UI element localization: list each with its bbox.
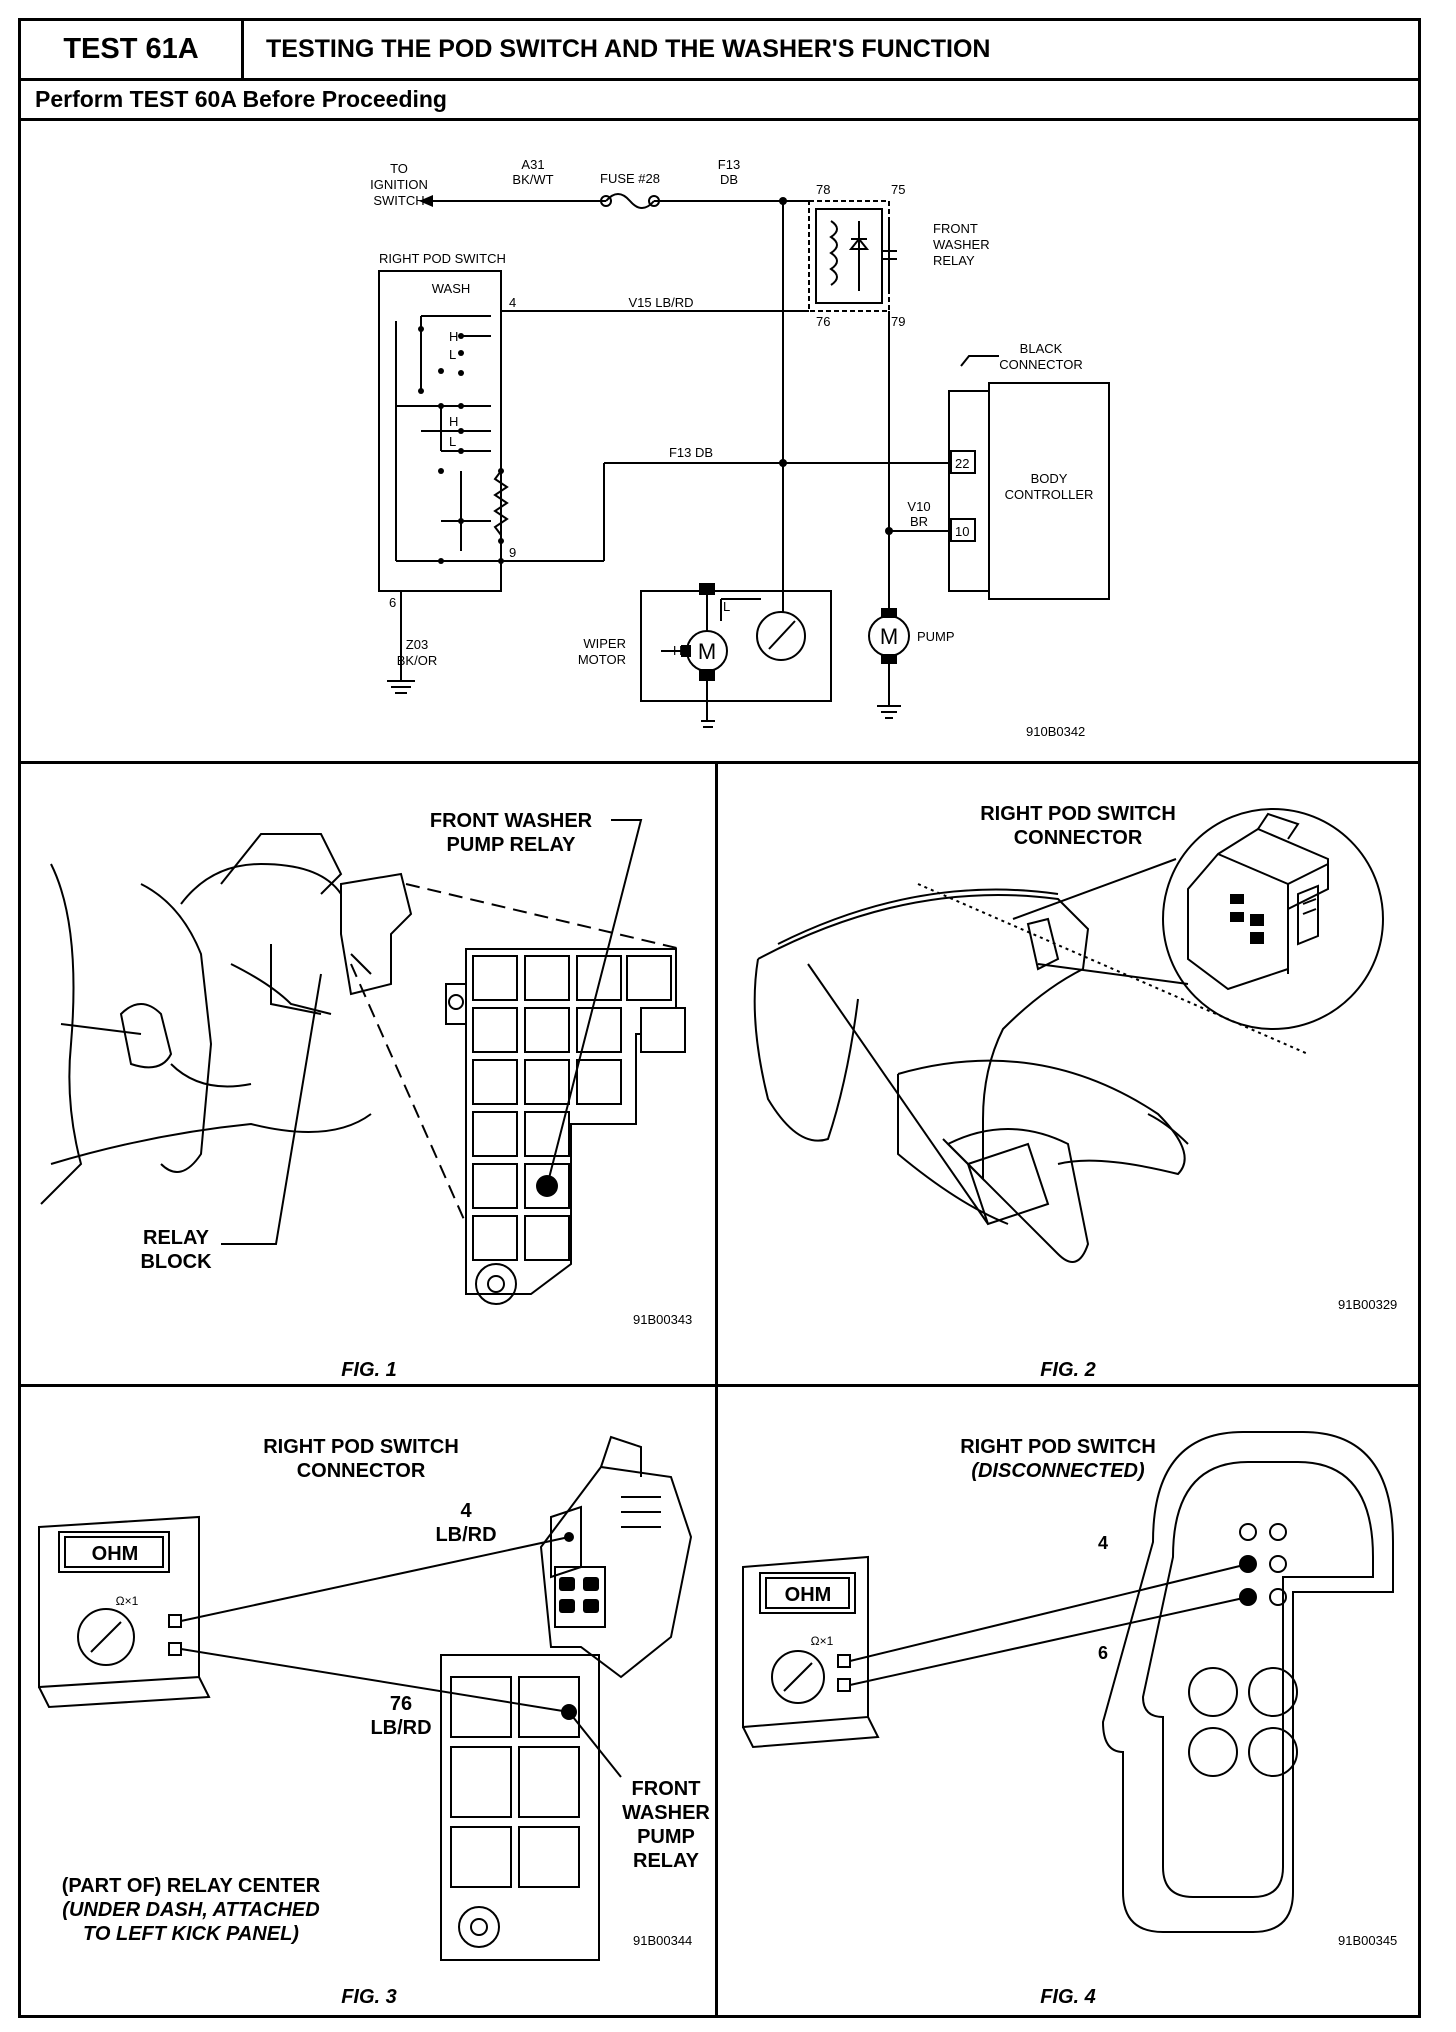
relay-label-3: RELAY bbox=[933, 253, 975, 268]
switch-h1: H bbox=[449, 329, 458, 344]
fig3-location-1: (PART OF) RELAY CENTER bbox=[62, 1875, 321, 1897]
wire-z03-color: BK/OR bbox=[397, 653, 437, 668]
fig3-meter-range: Ω×1 bbox=[116, 1594, 139, 1608]
fig2-connector-label-1: RIGHT POD SWITCH bbox=[980, 803, 1176, 825]
fig1-block-label-1: RELAY bbox=[143, 1227, 210, 1249]
motor-l: L bbox=[723, 599, 730, 614]
fig3-relay-label-3: PUMP bbox=[637, 1826, 695, 1848]
pin-10: 10 bbox=[955, 524, 969, 539]
wire-f13: F13 bbox=[718, 157, 740, 172]
wire-a31-color: BK/WT bbox=[512, 172, 553, 187]
fig1-block-label-2: BLOCK bbox=[140, 1251, 212, 1273]
switch-title: RIGHT POD SWITCH bbox=[379, 251, 506, 266]
relay-label-2: WASHER bbox=[933, 237, 990, 252]
wiper-motor-label-2: MOTOR bbox=[578, 652, 626, 667]
pin-9: 9 bbox=[509, 545, 516, 560]
controller-label-2: CONTROLLER bbox=[1005, 487, 1094, 502]
fig3-location-3: TO LEFT KICK PANEL) bbox=[83, 1923, 299, 1945]
fig3-meter-display: OHM bbox=[92, 1543, 139, 1565]
switch-l1: L bbox=[449, 347, 456, 362]
fig4-title-1: RIGHT POD SWITCH bbox=[960, 1436, 1156, 1458]
test-page: TEST 61A TESTING THE POD SWITCH AND THE … bbox=[18, 18, 1421, 2018]
fig3-relay-label-4: RELAY bbox=[633, 1850, 700, 1872]
fig4-illustration: RIGHT POD SWITCH (DISCONNECTED) 4 6 OHM … bbox=[742, 1431, 1397, 2008]
controller-label-1: BODY bbox=[1031, 471, 1068, 486]
wiring-schematic-panel: TO IGNITION SWITCH A31 BK/WT FUSE #28 F1… bbox=[21, 121, 1418, 764]
pin-4: 4 bbox=[509, 295, 516, 310]
wire-v15: V15 LB/RD bbox=[628, 295, 693, 310]
fig2-connector-label-2: CONNECTOR bbox=[1014, 827, 1143, 849]
relay-pin-79: 79 bbox=[891, 314, 905, 329]
fig3-pin-4-color: LB/RD bbox=[435, 1524, 496, 1546]
pin-6: 6 bbox=[389, 595, 396, 610]
fig3-pin-76: 76 bbox=[390, 1693, 412, 1715]
wash-label: WASH bbox=[432, 281, 471, 296]
fig1-id: 91B00343 bbox=[633, 1312, 692, 1327]
pin-22: 22 bbox=[955, 456, 969, 471]
fig1-relay-label-2: PUMP RELAY bbox=[447, 834, 577, 856]
fig4-caption: FIG. 4 bbox=[1040, 1986, 1096, 2008]
fig4-pin-4: 4 bbox=[1098, 1533, 1108, 1553]
fig3-caption: FIG. 3 bbox=[341, 1986, 397, 2008]
wire-f13-color: DB bbox=[720, 172, 738, 187]
test-id: TEST 61A bbox=[21, 21, 244, 78]
fig3-panel: RIGHT POD SWITCH CONNECTOR 4 LB/RD 76 LB… bbox=[21, 1387, 718, 2015]
fig3-relay-label-2: WASHER bbox=[622, 1802, 710, 1824]
fig1-panel: FRONT WASHER PUMP RELAY RELAY BLOCK 91B0… bbox=[21, 764, 718, 1387]
relay-pin-75: 75 bbox=[891, 182, 905, 197]
fig3-title-1: RIGHT POD SWITCH bbox=[263, 1436, 459, 1458]
fig2-panel: RIGHT POD SWITCH CONNECTOR 91B00329 FIG.… bbox=[718, 764, 1418, 1387]
fig2-id: 91B00329 bbox=[1338, 1297, 1397, 1312]
fig3-relay-label-1: FRONT bbox=[632, 1778, 701, 1800]
fig4-meter-display: OHM bbox=[785, 1584, 832, 1606]
fig1-caption: FIG. 1 bbox=[341, 1359, 397, 1381]
wiper-motor-label-1: WIPER bbox=[583, 636, 626, 651]
relay-pin-76: 76 bbox=[816, 314, 830, 329]
fig1-relay-label-1: FRONT WASHER bbox=[430, 810, 593, 832]
pump-motor-m: M bbox=[880, 624, 898, 649]
schematic-fig-id: 910B0342 bbox=[1026, 724, 1085, 739]
ignition-label-1: TO bbox=[390, 161, 408, 176]
test-subtitle: Perform TEST 60A Before Proceeding bbox=[21, 81, 1418, 121]
wire-a31: A31 bbox=[521, 157, 544, 172]
ignition-label-3: SWITCH bbox=[373, 193, 424, 208]
fig1-illustration: FRONT WASHER PUMP RELAY RELAY BLOCK 91B0… bbox=[40, 810, 692, 1381]
fig3-title-2: CONNECTOR bbox=[297, 1460, 426, 1482]
motor-h: H bbox=[673, 643, 682, 658]
wire-v10: V10 bbox=[907, 499, 930, 514]
fig3-id: 91B00344 bbox=[633, 1933, 692, 1948]
fig2-illustration: RIGHT POD SWITCH CONNECTOR 91B00329 FIG.… bbox=[753, 803, 1397, 1381]
wiring-schematic: TO IGNITION SWITCH A31 BK/WT FUSE #28 F1… bbox=[370, 157, 1110, 739]
fig4-meter-range: Ω×1 bbox=[811, 1634, 834, 1648]
fig3-location-2: (UNDER DASH, ATTACHED bbox=[62, 1899, 319, 1921]
wire-v10-color: BR bbox=[910, 514, 928, 529]
fuse-label: FUSE #28 bbox=[600, 171, 660, 186]
pump-label: PUMP bbox=[917, 629, 955, 644]
fig4-pin-6: 6 bbox=[1098, 1643, 1108, 1663]
header: TEST 61A TESTING THE POD SWITCH AND THE … bbox=[21, 21, 1418, 81]
fig4-panel: RIGHT POD SWITCH (DISCONNECTED) 4 6 OHM … bbox=[718, 1387, 1418, 2015]
fig3-illustration: RIGHT POD SWITCH CONNECTOR 4 LB/RD 76 LB… bbox=[38, 1435, 710, 2008]
wire-f13-db: F13 DB bbox=[669, 445, 713, 460]
test-title: TESTING THE POD SWITCH AND THE WASHER'S … bbox=[266, 35, 991, 63]
connector-label-2: CONNECTOR bbox=[999, 357, 1083, 372]
fig3-pin-76-color: LB/RD bbox=[370, 1717, 431, 1739]
fig2-caption: FIG. 2 bbox=[1040, 1359, 1096, 1381]
relay-pin-78: 78 bbox=[816, 182, 830, 197]
fig3-pin-4: 4 bbox=[460, 1500, 472, 1522]
fig4-id: 91B00345 bbox=[1338, 1933, 1397, 1948]
switch-l2: L bbox=[449, 434, 456, 449]
ignition-label-2: IGNITION bbox=[370, 177, 428, 192]
switch-h2: H bbox=[449, 414, 458, 429]
relay-label-1: FRONT bbox=[933, 221, 978, 236]
connector-label-1: BLACK bbox=[1020, 341, 1063, 356]
wiper-motor-m: M bbox=[698, 639, 716, 664]
wire-z03: Z03 bbox=[406, 637, 428, 652]
fig4-title-2: (DISCONNECTED) bbox=[971, 1460, 1145, 1482]
